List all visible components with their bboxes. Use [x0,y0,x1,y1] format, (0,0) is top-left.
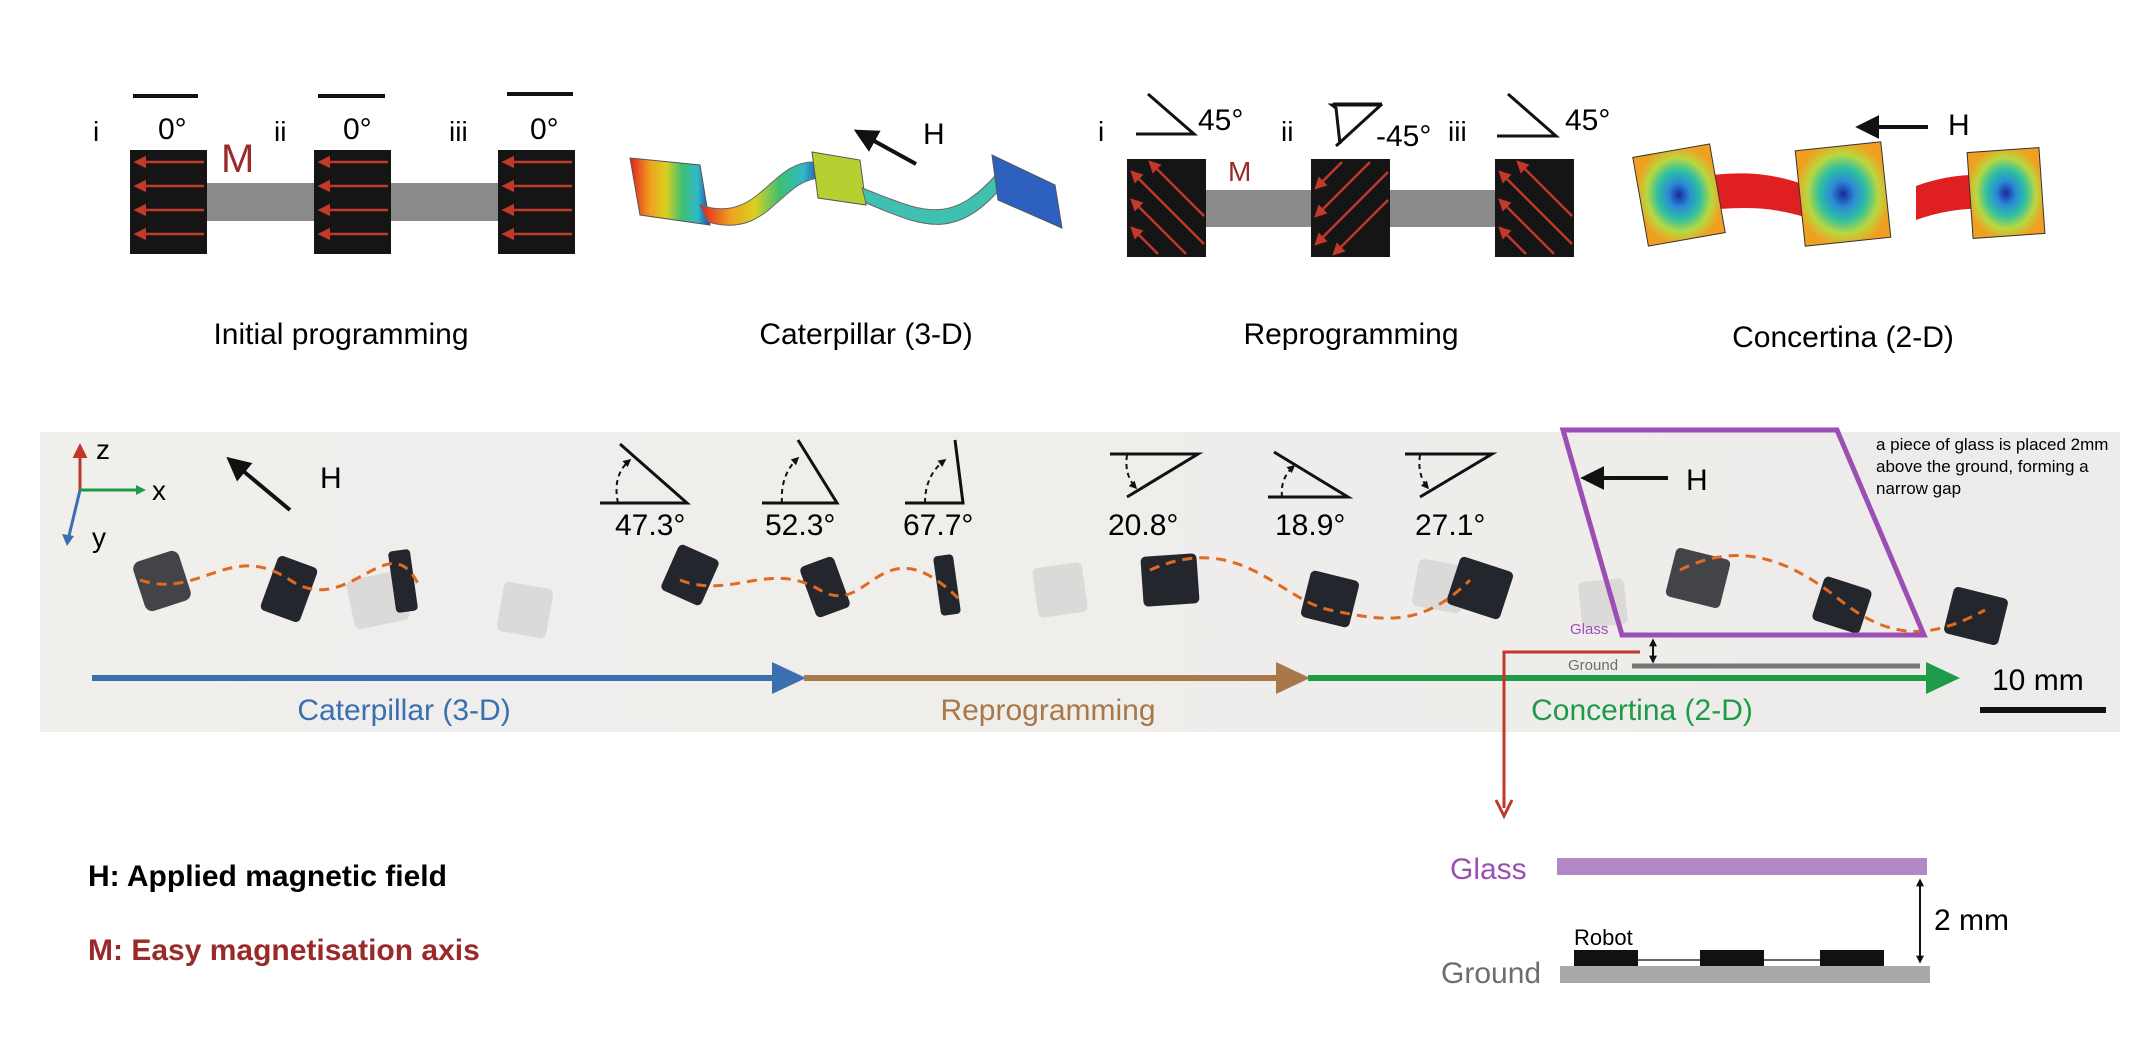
ghost-frames [346,558,1628,639]
cross-section: Glass Ground Robot 2 mm [1441,853,2009,990]
sim-block [1794,141,1892,247]
sim-link [861,169,1007,225]
sim-block [991,154,1063,229]
caterpillar-panel: H Caterpillar (3-D) [629,118,1063,351]
robot-label: Robot [1574,925,1633,950]
angle-icon [905,439,965,505]
robot-block [1820,950,1884,966]
glass-note-line: above the ground, forming a [1876,457,2089,476]
angle-label: 0° [343,113,372,146]
angle-label: -45° [1376,120,1431,153]
sim-block [1632,143,1726,247]
sim-link [699,161,823,226]
gap-label: 2 mm [1934,904,2009,937]
legend: H: Applied magnetic field M: Easy magnet… [88,860,480,967]
phase-label-caterpillar: Caterpillar (3-D) [297,694,510,727]
field-arrow [226,456,292,512]
magnet-block-iii [1495,159,1574,257]
glass-small-label: Glass [1570,621,1608,638]
sim-block [1966,147,2046,239]
angle-value: 27.1° [1415,509,1485,542]
zoom-connector [1502,650,1640,808]
block-label-ii: ii [1281,116,1293,147]
phase-label-concertina: Concertina (2-D) [1531,694,1753,727]
trajectory-reprogramming [679,566,962,602]
magnetisation-m-label: M [221,137,254,181]
initial-programming-panel: i ii iii 0° 0° 0° M Initial programming [93,92,575,351]
magnet-block-ii [1311,159,1390,257]
caption-caterpillar: Caterpillar (3-D) [759,318,972,351]
robot-block [1700,950,1764,966]
concertina-panel: H Concertina (2-D) [1632,109,2046,354]
angle-indicator-45 [1136,92,1199,136]
angle-label: 0° [530,113,559,146]
legend-m: M: Easy magnetisation axis [88,934,480,967]
caption-concertina: Concertina (2-D) [1732,321,1954,354]
angle-icon [762,439,840,505]
axes-indicator: z x y [62,434,166,553]
field-arrow [853,129,917,166]
axis-x-label: x [152,475,166,506]
glass-label: Glass [1450,853,1527,886]
robot-block [1574,950,1638,966]
trajectory-concertina [1679,554,1986,633]
phase-label-reprogramming: Reprogramming [940,694,1155,727]
angle-value: 52.3° [765,509,835,542]
field-h-label: H [923,118,945,151]
magnet-block-i [1127,159,1206,257]
field-h-label: H [1686,464,1708,497]
block-label-iii: iii [1448,116,1467,147]
legend-h: H: Applied magnetic field [88,860,447,893]
caption-reprogramming: Reprogramming [1243,318,1458,351]
angle-icon [1268,450,1354,499]
angle-value: 20.8° [1108,509,1178,542]
axis-z-label: z [96,434,110,465]
glass-note-line: narrow gap [1876,479,1961,498]
field-h-label: H [320,462,342,495]
angle-value: 18.9° [1275,509,1345,542]
photo-strip: z x y H 47.3° [40,427,2120,820]
magnet-block-i [130,150,207,254]
caption-initial-programming: Initial programming [213,318,468,351]
axis-y-label: y [92,522,106,553]
angle-label: 0° [158,113,187,146]
field-h-label: H [1948,109,1970,142]
block-label-i: i [93,116,99,147]
trajectory-caterpillar [139,562,422,592]
angle-value: 47.3° [615,509,685,542]
block-label-ii: ii [274,116,286,147]
magnetisation-m-label: M [1228,156,1251,187]
trajectory-concertina [1149,556,1472,620]
ground-label: Ground [1441,957,1541,990]
sim-block [629,157,711,226]
scale-bar-label: 10 mm [1992,664,2084,697]
glass-outline [1559,427,1928,638]
sim-block [811,151,867,206]
angle-icon [1405,452,1498,499]
angle-indicator-45 [1497,92,1560,138]
ground-plate [1560,966,1930,983]
glass-note-line: a piece of glass is placed 2mm [1876,435,2108,454]
reprogramming-panel: i ii iii 45° -45° 45° M Reprogramming [1098,92,1610,351]
glass-plate [1557,858,1927,875]
glass-note: a piece of glass is placed 2mm above the… [1876,435,2113,498]
magnet-block-ii [314,150,391,254]
angle-icon [1110,452,1204,499]
magnet-block-iii [498,150,575,254]
angle-value: 67.7° [903,509,973,542]
angle-label: 45° [1198,104,1243,137]
ground-small-label: Ground [1568,657,1618,674]
block-label-iii: iii [449,116,468,147]
angle-label: 45° [1565,104,1610,137]
block-label-i: i [1098,116,1104,147]
angle-icon [600,442,691,505]
